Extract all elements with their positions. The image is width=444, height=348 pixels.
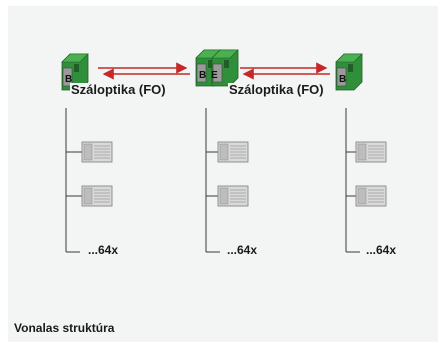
device-branch-middle <box>205 108 220 253</box>
io-device-icon <box>81 185 113 207</box>
io-device-icon <box>355 185 387 207</box>
device-branch-right <box>345 108 360 253</box>
fiber-label-right: Száloptika (FO) <box>228 82 325 97</box>
coupler-letter-b: B <box>199 70 206 81</box>
coupler-letter-b: B <box>65 74 72 85</box>
fiber-arrow-icon <box>240 62 330 80</box>
io-device-icon <box>217 141 249 163</box>
device-count-left: ...64x <box>88 243 119 257</box>
bus-coupler-icon: B <box>335 53 363 91</box>
coupler-letter-e: E <box>211 70 218 81</box>
fiber-label-left: Száloptika (FO) <box>70 82 167 97</box>
bus-coupler-icon: B E <box>195 49 239 87</box>
fiber-arrow-icon <box>98 62 190 80</box>
io-device-icon <box>355 141 387 163</box>
diagram-caption: Vonalas struktúra <box>14 321 115 335</box>
io-device-icon <box>81 141 113 163</box>
device-count-middle: ...64x <box>227 243 258 257</box>
device-count-right: ...64x <box>366 243 397 257</box>
bus-coupler-icon: B <box>61 53 89 91</box>
coupler-letter-b: B <box>339 74 346 85</box>
device-branch-left <box>65 108 82 253</box>
io-device-icon <box>217 185 249 207</box>
